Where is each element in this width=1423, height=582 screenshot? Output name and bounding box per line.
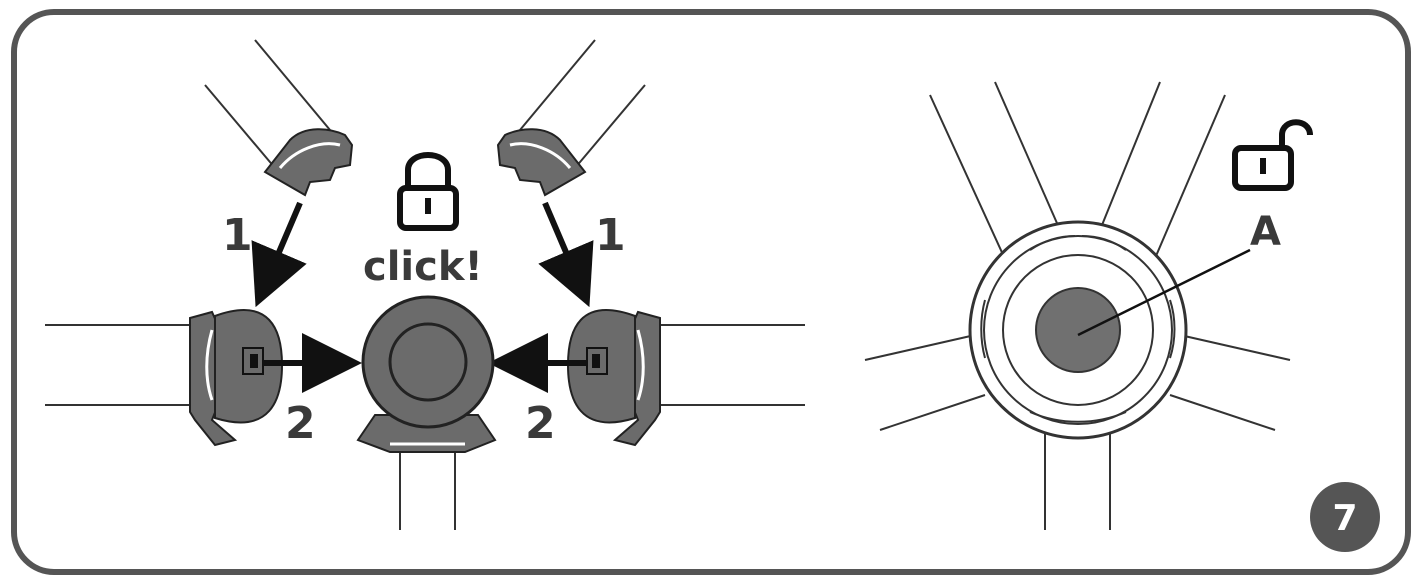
diagram-frame xyxy=(11,9,1411,575)
upper-right-leg xyxy=(496,39,646,197)
release-button-a xyxy=(1035,287,1121,373)
step1-label-right: 1 xyxy=(595,210,626,261)
step1-arrow-left xyxy=(251,201,307,308)
hub-clip-slots xyxy=(980,235,1176,423)
central-hub xyxy=(356,295,497,530)
hub-spokes xyxy=(864,81,1291,530)
padlock-locked-icon xyxy=(397,152,459,231)
right-panel-assembled-hub: A xyxy=(864,81,1313,530)
left-panel-assembly: 1 1 click! xyxy=(45,39,805,530)
step-number-badge: 7 xyxy=(1310,482,1380,552)
step1-arrow-right xyxy=(538,201,594,308)
left-horizontal-leg xyxy=(45,309,284,447)
part-a-label: A xyxy=(1250,209,1281,255)
right-horizontal-leg xyxy=(566,309,805,447)
upper-left-leg xyxy=(204,39,354,197)
step1-label-left: 1 xyxy=(222,210,253,261)
step2-label-left: 2 xyxy=(285,398,316,449)
step-number: 7 xyxy=(1332,498,1357,539)
click-text: click! xyxy=(363,244,483,290)
part-a-leader-line xyxy=(1077,248,1251,337)
padlock-unlocked-icon xyxy=(1232,119,1313,191)
step2-label-right: 2 xyxy=(525,398,556,449)
